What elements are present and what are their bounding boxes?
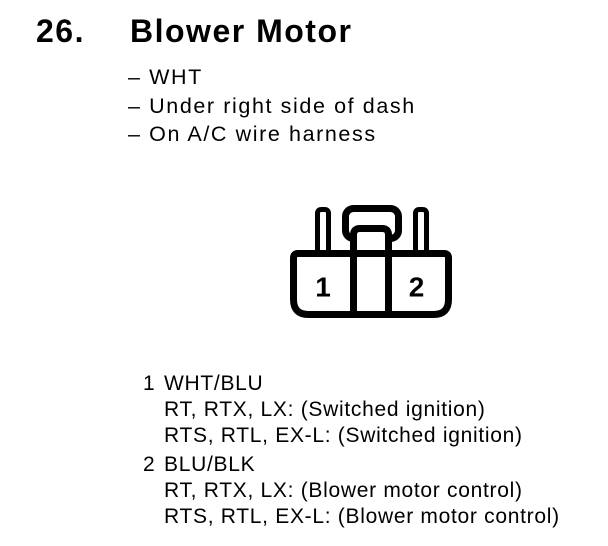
pin-1-detail: RT, RTX, LX: (Switched ignition) xyxy=(164,398,486,421)
pin-1-entry: 1 WHT/BLU RT, RTX, LX: (Switched ignitio… xyxy=(143,371,560,449)
connector-prong-right xyxy=(413,207,429,253)
pin-2-detail: RT, RTX, LX: (Blower motor control) xyxy=(164,479,523,502)
note-line: – On A/C wire harness xyxy=(128,122,377,146)
note-line: – Under right side of dash xyxy=(128,93,416,118)
connector-body xyxy=(290,250,452,318)
pin-2-entry: 2 BLU/BLK RT, RTX, LX: (Blower motor con… xyxy=(143,452,560,530)
connector-notes-list: – WHT – Under right side of dash – On A/… xyxy=(128,63,416,149)
page-title: Blower Motor xyxy=(130,13,353,49)
pin-2-detail: RTS, RTL, EX-L: (Blower motor control) xyxy=(164,505,560,528)
pin-1-wire-color: WHT/BLU xyxy=(164,372,264,395)
pin-1-number: 1 xyxy=(143,372,156,395)
pin-2-header: 2 BLU/BLK xyxy=(143,452,560,478)
note-line: – WHT xyxy=(128,65,203,89)
connector-diagram: 1 2 xyxy=(290,205,452,318)
connector-prong-left xyxy=(315,207,331,253)
pin-legend: 1 WHT/BLU RT, RTX, LX: (Switched ignitio… xyxy=(143,371,560,530)
cavity-2-label: 2 xyxy=(409,272,425,303)
cavity-1-label: 1 xyxy=(315,272,331,303)
pin-2-wire-color: BLU/BLK xyxy=(164,453,256,476)
section-number: 26. xyxy=(36,13,85,49)
pin-1-header: 1 WHT/BLU xyxy=(143,371,560,397)
pin-1-detail: RTS, RTL, EX-L: (Switched ignition) xyxy=(164,424,523,447)
pin-2-number: 2 xyxy=(143,453,156,476)
connector-center-channel xyxy=(350,225,392,316)
